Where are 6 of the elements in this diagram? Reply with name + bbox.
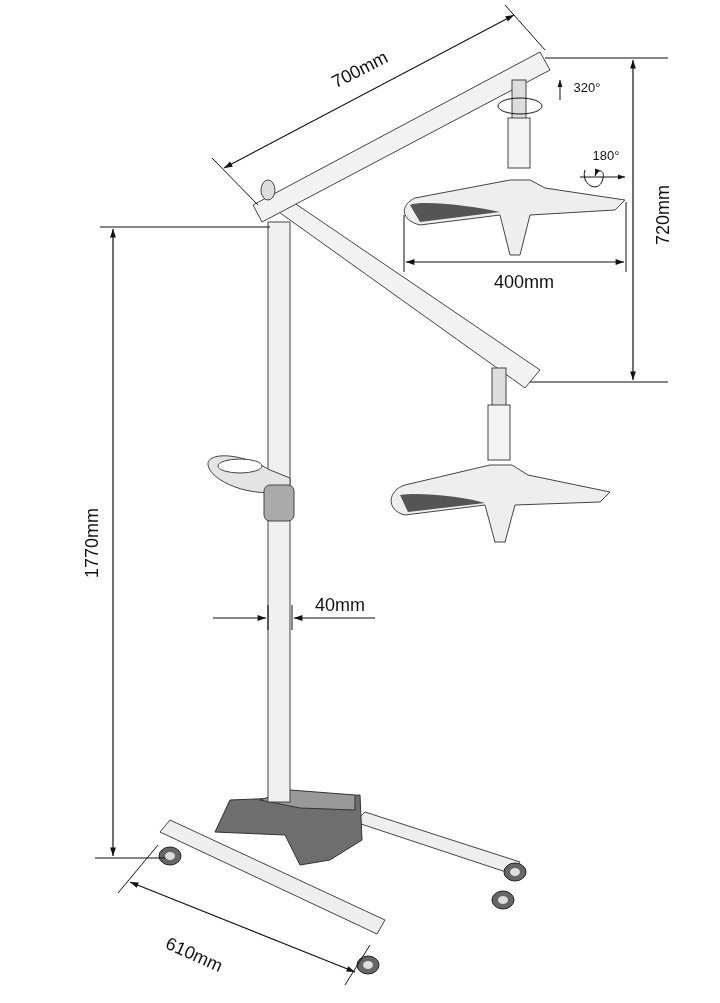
- dimension-label: 720mm: [652, 185, 674, 245]
- dimension-label: 180°: [592, 147, 620, 163]
- dimension-label: 400mm: [494, 271, 554, 293]
- dimension-label: 40mm: [315, 594, 365, 616]
- dimension-label: 1770mm: [81, 508, 103, 578]
- dimension-label: 320°: [573, 79, 601, 95]
